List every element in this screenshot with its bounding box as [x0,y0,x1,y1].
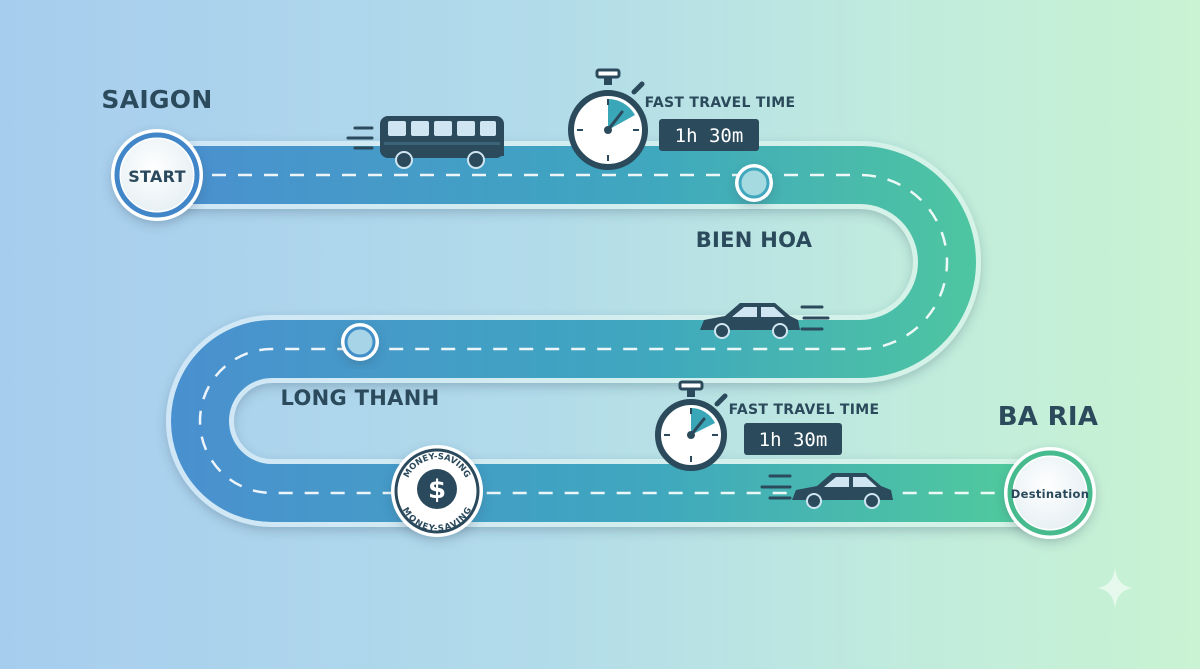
car-icon [760,473,893,509]
waypoint-bien-hoa[interactable] [735,164,773,202]
city-saigon: SAIGON [101,85,212,114]
car-icon [700,303,830,339]
city-bien-hoa: BIEN HOA [696,228,813,252]
time-value: 1h 30m [675,125,744,147]
destination-marker[interactable]: Destination [1004,447,1096,539]
bus-icon [346,116,504,169]
dollar-icon [417,469,457,509]
time-value: 1h 30m [759,429,828,451]
travel-caption: FAST TRAVEL TIME [729,402,880,418]
dollar-symbol: $ [428,475,446,505]
destination-label: Destination [1011,487,1089,501]
stopwatch-icon [568,68,648,170]
lane-markings [160,173,1045,495]
money-saving-badge: MONEY-SAVING MONEY-SAVING $ [391,445,483,537]
city-long-thanh: LONG THANH [281,386,440,410]
start-marker[interactable]: START [111,129,203,221]
time-display: 1h 30m [659,119,759,151]
start-label: START [128,167,186,186]
waypoint-long-thanh[interactable] [341,323,379,361]
road [121,141,1079,527]
time-display: 1h 30m [744,423,842,455]
sparkle-icon [1097,568,1133,608]
travel-caption: FAST TRAVEL TIME [645,95,796,111]
city-ba-ria: BA RIA [998,402,1099,432]
stopwatch-icon [655,380,728,471]
